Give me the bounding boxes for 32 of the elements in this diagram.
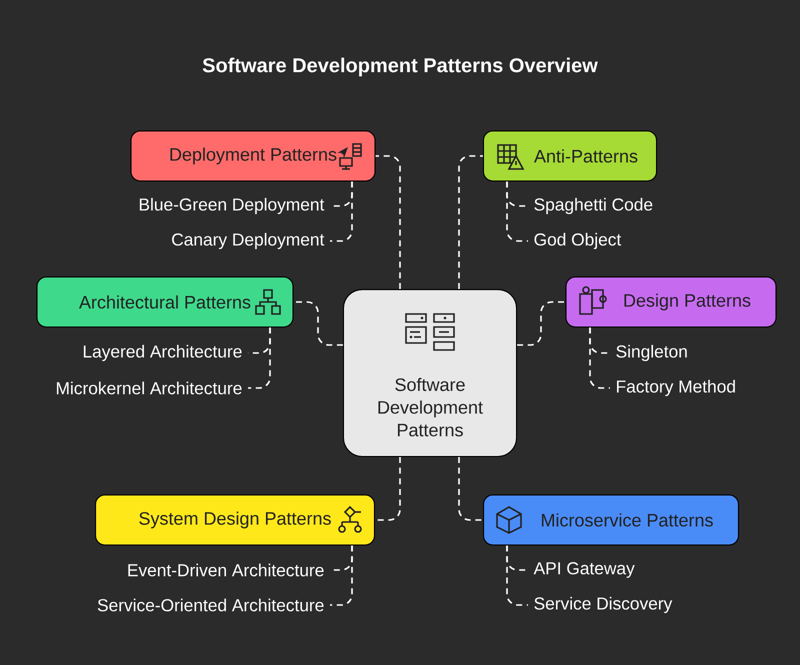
- pattern-label: Canary Deployment: [172, 232, 324, 250]
- pattern-label: Service Discovery: [534, 596, 672, 614]
- pattern-label: Event-Driven Architecture: [128, 564, 324, 576]
- pattern-label: Singleton: [616, 344, 687, 362]
- connector: [517, 301, 566, 346]
- connector: [330, 546, 353, 606]
- connector: [376, 155, 401, 289]
- connector: [294, 301, 343, 346]
- connector: [248, 328, 271, 389]
- category-box: Architectural Patterns: [36, 276, 294, 328]
- connector: [330, 182, 353, 242]
- pattern-label: Layered Architecture: [84, 344, 242, 362]
- pattern-label: API Gateway: [534, 562, 635, 578]
- category-box: Design Patterns: [565, 276, 777, 328]
- title: Software Development Patterns Overview: [202, 58, 598, 76]
- central-box: Software Development Patterns: [342, 289, 518, 457]
- category-box: Anti-Patterns: [482, 130, 658, 182]
- category-box: Deployment Patterns: [130, 130, 376, 182]
- pattern-label: Service-Oriented Architecture: [98, 598, 324, 612]
- pattern-label: God Object: [534, 232, 622, 250]
- connector: [375, 457, 401, 521]
- pattern-label: Microkernel Architecture: [56, 382, 242, 394]
- connector: [506, 546, 528, 606]
- connector: [506, 182, 528, 242]
- connector: [458, 457, 483, 521]
- connector: [458, 155, 483, 289]
- pattern-label: Factory Method: [617, 380, 735, 396]
- pattern-label: Spaghetti Code: [534, 198, 652, 214]
- category-box: System Design Patterns: [95, 494, 375, 546]
- pattern-label: Blue-Green Deployment: [140, 198, 324, 214]
- connector: [589, 328, 610, 389]
- category-box: Microservice Patterns: [483, 494, 739, 546]
